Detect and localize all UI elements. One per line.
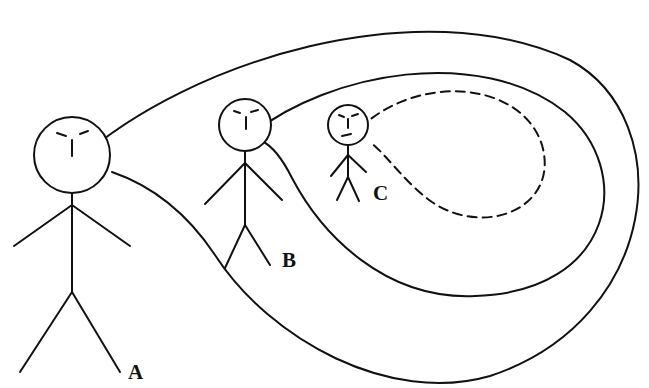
stick-figure-b xyxy=(205,99,282,268)
stick-figure-a xyxy=(14,117,130,372)
figure-label: C xyxy=(373,183,388,204)
figure-label: A xyxy=(128,362,143,383)
thought-loop-b xyxy=(252,73,604,296)
thought-loop-c xyxy=(360,91,545,217)
stick-figure-c xyxy=(328,105,368,201)
thought-loop-a xyxy=(78,32,638,383)
figure-label: B xyxy=(282,250,296,271)
